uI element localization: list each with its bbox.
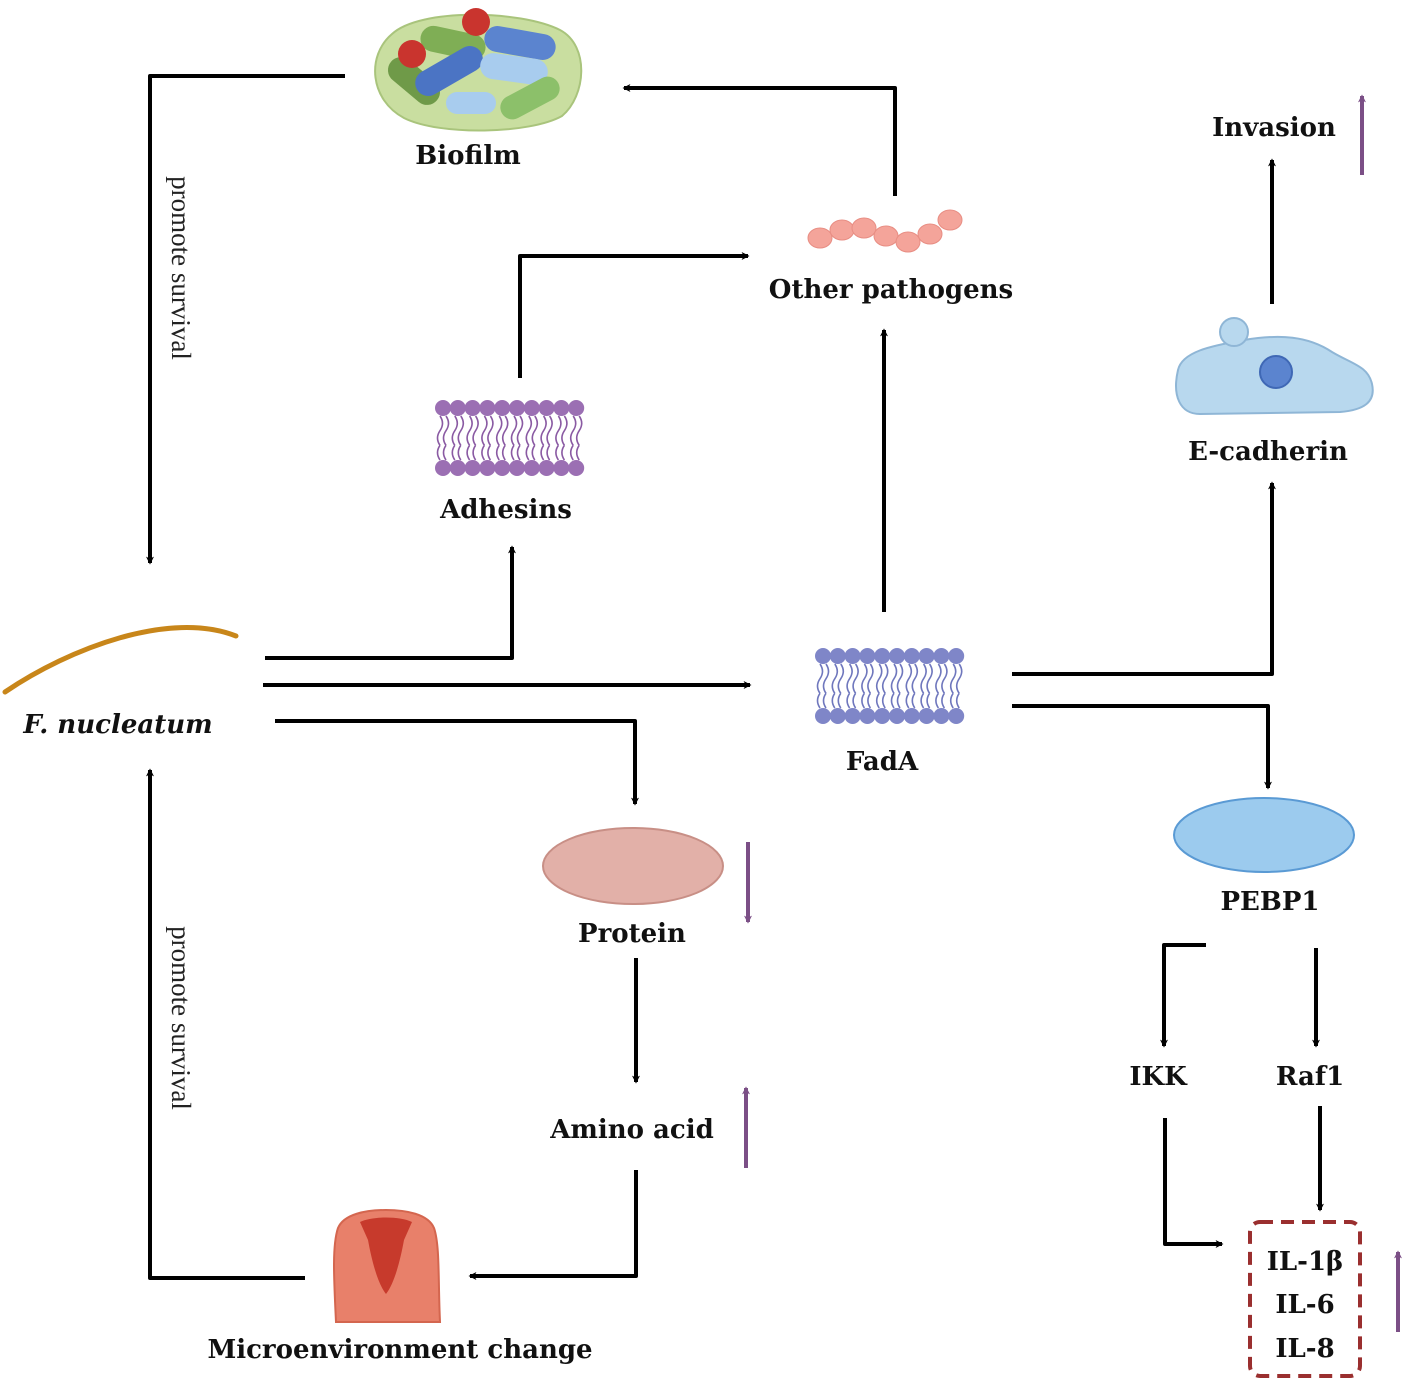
arrow-fada-to-pebp1: [1012, 704, 1272, 790]
arrow-pebp1-to-ikk: [1160, 943, 1206, 1048]
label-promote-survival-bottom: promote survival: [166, 926, 196, 1110]
label-invasion: Invasion: [1212, 113, 1336, 143]
pebp1-icon: [1173, 797, 1355, 873]
label-microenvironment: Microenvironment change: [207, 1335, 592, 1365]
label-biofilm: Biofilm: [415, 141, 521, 171]
label-amino-acid: Amino acid: [549, 1115, 714, 1145]
bacterium-icon: [2, 625, 239, 695]
label-cytokine-il8: IL-8: [1275, 1334, 1334, 1364]
pathogen-chain-icon: [807, 209, 963, 253]
label-protein: Protein: [578, 919, 686, 949]
arrow-biofilm-to-fnucleatum: [146, 74, 345, 565]
tissue-icon: [333, 1208, 442, 1323]
arrow-ikk-to-cytokines: [1163, 1118, 1224, 1248]
label-ikk: IKK: [1129, 1062, 1188, 1092]
label-raf1: Raf1: [1276, 1062, 1344, 1092]
label-e-cadherin: E-cadherin: [1188, 437, 1348, 467]
label-pebp1: PEBP1: [1221, 887, 1320, 917]
biofilm-icon: [374, 8, 583, 132]
epithelial-cell-icon: [1175, 317, 1374, 416]
protein-icon: [542, 827, 724, 905]
arrow-fada-to-ecadherin: [1012, 481, 1276, 676]
label-adhesins: Adhesins: [439, 495, 572, 525]
arrow-adhesins-to-pathogens: [518, 252, 750, 378]
arrow-microenvironment-to-fnucleatum: [146, 768, 305, 1280]
label-cytokine-il1b: IL-1β: [1267, 1247, 1344, 1277]
fada-membrane-icon: [815, 648, 965, 724]
label-promote-survival-top: promote survival: [166, 176, 196, 360]
arrow-fnucleatum-to-adhesins: [265, 545, 516, 660]
arrow-fnucleatum-to-protein: [275, 719, 639, 806]
label-f-nucleatum: F. nucleatum: [22, 710, 212, 740]
cytokine-box: [1248, 1220, 1362, 1378]
label-other-pathogens: Other pathogens: [769, 275, 1013, 305]
arrow-aminoacid-to-microenvironment: [468, 1170, 638, 1280]
adhesins-membrane-icon: [435, 400, 585, 476]
label-cytokine-il6: IL-6: [1275, 1290, 1334, 1320]
label-fada: FadA: [846, 747, 919, 777]
arrow-pathogens-to-biofilm: [622, 84, 897, 196]
